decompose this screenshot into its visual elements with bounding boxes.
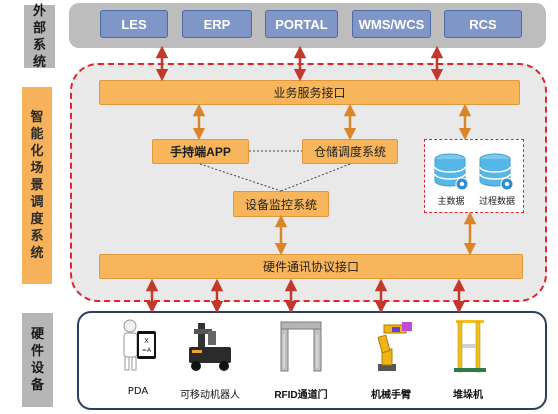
rfid-gate-label: RFID通道门: [274, 390, 328, 401]
stacker-crane-label: 堆垛机: [453, 390, 483, 401]
handheld-app-label: 手持端APP: [170, 145, 231, 159]
business-service-interface-label: 业务服务接口: [273, 86, 346, 100]
process-data-icon: [478, 153, 516, 193]
robotic-arm-label: 机械手臂: [371, 390, 411, 401]
mobile-robot-label: 可移动机器人: [180, 390, 240, 401]
system-les: LES: [100, 10, 168, 38]
mobile-robot-icon: [184, 321, 236, 373]
system-wms-wcs-label: WMS/WCS: [358, 16, 425, 32]
pda-label: PDA: [127, 386, 149, 397]
hardware-label: 硬件设备: [30, 327, 44, 393]
pda-icon: X =A: [117, 317, 159, 372]
device-monitor-label: 设备监控系统: [244, 197, 317, 212]
device-monitor-box: 设备监控系统: [233, 191, 329, 217]
app-monitor-connector: [199, 163, 282, 192]
system-portal-label: PORTAL: [275, 16, 328, 32]
core-system-label: 智能化场景调度系统: [30, 110, 44, 261]
external-systems-side-label: 外部系统: [24, 3, 55, 70]
handheld-app-box: 手持端APP: [152, 139, 249, 164]
system-portal: PORTAL: [265, 10, 338, 38]
dispatch-monitor-connector: [280, 163, 351, 192]
external-systems-label: 外部系统: [32, 3, 46, 70]
business-service-interface: 业务服务接口: [99, 80, 520, 105]
system-les-label: LES: [121, 16, 147, 32]
system-erp: ERP: [182, 10, 252, 38]
hardware-devices-panel: [77, 311, 547, 410]
svg-text:X: X: [144, 337, 149, 345]
core-system-side-label: 智能化场景调度系统: [22, 87, 52, 284]
hardware-protocol-interface: 硬件通讯协议接口: [99, 254, 523, 279]
robotic-arm-icon: [368, 319, 414, 373]
rfid-gate-icon: [279, 320, 323, 372]
system-rcs-label: RCS: [469, 16, 497, 32]
system-wms-wcs: WMS/WCS: [352, 10, 431, 38]
stacker-crane-icon: [450, 318, 490, 374]
system-erp-label: ERP: [203, 16, 231, 32]
svg-text:=A: =A: [142, 347, 152, 354]
master-data-icon: [433, 153, 471, 193]
master-data-label: 主数据: [437, 197, 465, 207]
hardware-side-label: 硬件设备: [22, 313, 53, 407]
system-rcs: RCS: [444, 10, 522, 38]
warehouse-dispatch-label: 仓储调度系统: [313, 145, 386, 159]
process-data-label: 过程数据: [478, 197, 515, 207]
hardware-protocol-interface-label: 硬件通讯协议接口: [262, 260, 359, 274]
